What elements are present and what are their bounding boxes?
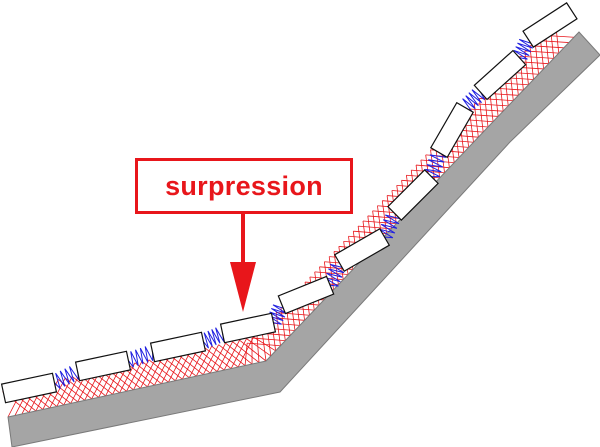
hatch-line: [232, 341, 260, 363]
spring-icon: [378, 213, 402, 239]
annotation-label: surpression: [165, 170, 323, 201]
hatch-line: [256, 332, 260, 363]
spring-icon: [128, 346, 154, 368]
surface-block: [522, 2, 578, 48]
spring-icon: [513, 38, 535, 60]
spring-icon: [425, 152, 447, 178]
surface-block: [333, 227, 391, 273]
annotation-box: surpression: [135, 158, 353, 214]
surface-block: [387, 169, 439, 221]
hatch-line: [244, 343, 248, 366]
substrate-band: [7, 31, 600, 447]
surface-block: [473, 49, 527, 101]
springs: [54, 38, 535, 390]
surface-block: [277, 275, 335, 315]
arrow: [230, 213, 256, 312]
surface-blocks: [0, 2, 578, 404]
surface-block: [219, 312, 277, 344]
arrow-head-icon: [230, 262, 256, 312]
hatch-line: [246, 338, 272, 357]
hatch-line: [253, 336, 276, 352]
surface-block: [74, 350, 132, 382]
spring-icon: [54, 366, 80, 390]
surface-block: [149, 331, 207, 363]
hatch-line: [239, 339, 267, 362]
spring-icon: [462, 89, 486, 113]
surface-block: [429, 101, 475, 159]
spring-icon: [324, 262, 347, 287]
surface-block: [0, 372, 58, 404]
hatch-line: [225, 342, 253, 365]
spring-icon: [203, 327, 225, 349]
